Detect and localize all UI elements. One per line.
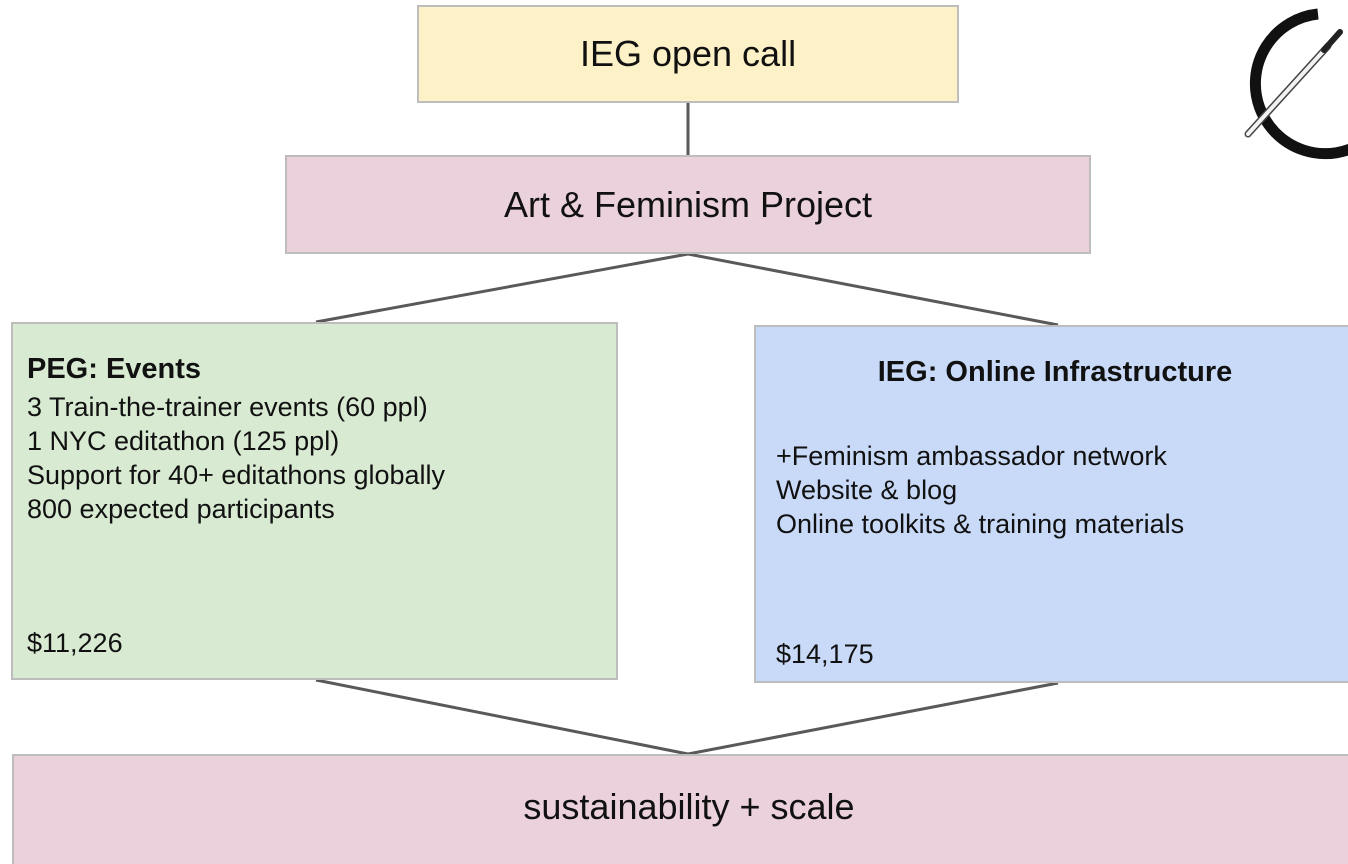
peg-item: Support for 40+ editathons globally [27, 460, 446, 490]
peg-title: PEG: Events [27, 353, 202, 385]
ieg-item: +Feminism ambassador network [776, 441, 1167, 471]
project-label: Art & Feminism Project [503, 183, 873, 225]
pen-in-circle-icon [1244, 8, 1348, 160]
peg-events-box: PEG: Events 3 Train-the-trainer events (… [11, 322, 618, 680]
peg-items: 3 Train-the-trainer events (60 ppl) 1 NY… [27, 390, 616, 526]
ieg-item: Online toolkits & training materials [776, 509, 1185, 539]
connector-project-to-ieg [687, 252, 1059, 327]
outcome-box: sustainability + scale [12, 754, 1348, 864]
ieg-open-call-box: IEG open call [417, 5, 959, 103]
ieg-item: Website & blog [776, 475, 958, 505]
ieg-title: IEG: Online Infrastructure [877, 356, 1233, 388]
peg-budget: $11,226 [27, 628, 123, 658]
peg-item: 1 NYC editathon (125 ppl) [27, 426, 340, 456]
connector-ieg-to-outcome [687, 681, 1059, 756]
connector-peg-to-outcome [315, 678, 689, 756]
peg-item: 3 Train-the-trainer events (60 ppl) [27, 392, 428, 422]
project-box: Art & Feminism Project [285, 155, 1091, 254]
connector-project-to-peg [315, 252, 689, 324]
outcome-label: sustainability + scale [523, 786, 855, 827]
peg-item: 800 expected participants [27, 494, 335, 524]
ieg-items: +Feminism ambassador network Website & b… [776, 439, 1348, 541]
ieg-open-call-label: IEG open call [579, 33, 797, 74]
ieg-infrastructure-box: IEG: Online Infrastructure +Feminism amb… [754, 325, 1348, 683]
ieg-budget: $14,175 [776, 639, 874, 669]
